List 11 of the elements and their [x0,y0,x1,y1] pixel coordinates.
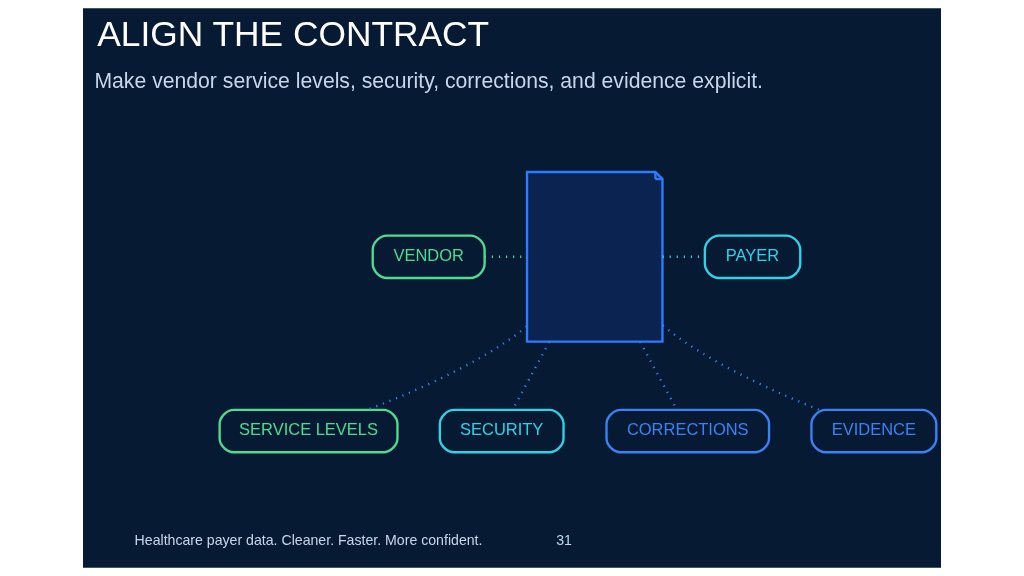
connector [662,324,820,411]
diagram-title: ALIGN THE CONTRACT [97,13,490,53]
node-box: SERVICE LEVELS [218,408,399,454]
label: 31 [556,532,572,549]
node-box: VENDOR [371,234,486,280]
node-box: EVIDENCE [810,408,938,454]
node-box: CORRECTIONS [605,408,771,454]
label: Healthcare payer data. Cleaner. Faster. More confident. [134,532,483,549]
node-box: SECURITY [438,408,565,454]
node-box: PAYER [703,234,802,280]
label: Make vendor service levels, security, corrections, and evidence explicit. [94,68,763,92]
